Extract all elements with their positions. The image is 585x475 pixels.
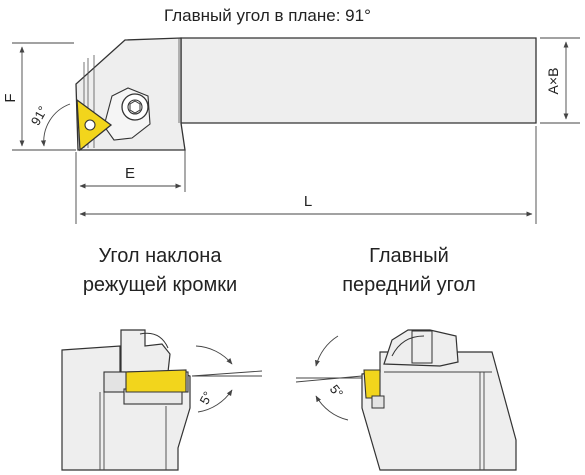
- caption-inclination: Угол наклона режущей кромки: [44, 242, 276, 300]
- rake-view: 5°: [295, 329, 517, 471]
- clamp: [103, 87, 151, 141]
- angle-arc-91: [40, 103, 71, 147]
- dimension-F-label: F: [2, 93, 19, 102]
- dimension-AxB-label: A×B: [545, 68, 561, 95]
- clamp: [383, 329, 459, 367]
- dimension-E-label: E: [125, 165, 135, 182]
- dimension-L-label: L: [304, 193, 312, 210]
- clamp: [120, 329, 171, 373]
- insert-hole-icon: [84, 119, 96, 131]
- caption-inclination-line1: Угол наклона: [98, 245, 222, 267]
- caption-inclination-line2: режущей кромки: [82, 274, 238, 296]
- rake-angle-label: 5°: [327, 382, 346, 401]
- caption-rake: Главный передний угол: [304, 242, 514, 300]
- diagram-title: Главный угол в плане: 91°: [164, 6, 371, 25]
- inclination-angle-label: 5°: [196, 389, 215, 407]
- tool-holder-top-view: F 91° A×B E L: [2, 37, 580, 224]
- inclination-view: 5°: [61, 329, 263, 471]
- insert-side: [125, 369, 187, 393]
- holder-shank: [180, 37, 537, 124]
- caption-rake-line1: Главный: [369, 245, 449, 267]
- insert-side: [363, 369, 381, 399]
- approach-angle-label: 91°: [28, 103, 51, 128]
- caption-rake-line2: передний угол: [342, 274, 476, 296]
- insert-triangle: [76, 98, 113, 152]
